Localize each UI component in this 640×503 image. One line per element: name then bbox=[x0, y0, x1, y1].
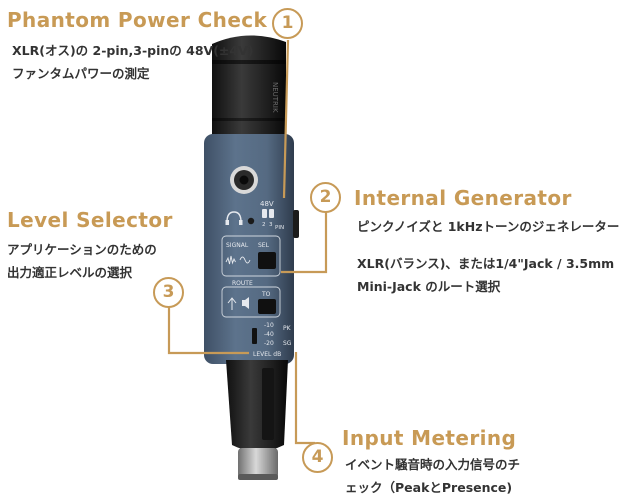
callout-1-line: ファンタムパワーの測定 bbox=[12, 66, 150, 81]
label-pin: PIN bbox=[275, 225, 284, 231]
brand-label: NEUTRIK bbox=[271, 82, 279, 113]
callout-2-line: Mini-Jack のルート選択 bbox=[357, 279, 501, 294]
callout-2-number-badge: 2 bbox=[310, 182, 341, 213]
callout-4-number-badge: 4 bbox=[302, 442, 333, 473]
route-panel bbox=[221, 286, 281, 318]
callout-2-line: ピンクノイズと 1kHzトーンのジェネレーター bbox=[357, 219, 620, 234]
signal-select-button bbox=[258, 252, 276, 269]
sine-wave-icon bbox=[239, 256, 251, 264]
pin-led-3 bbox=[269, 209, 274, 218]
level-selector-switch bbox=[252, 328, 257, 344]
label-signal: SIGNAL bbox=[226, 242, 249, 249]
mini-jack bbox=[247, 217, 255, 225]
pin-led-2 bbox=[262, 209, 267, 218]
level-value: -10 bbox=[264, 322, 274, 329]
callout-4-description: イベント騒音時の入力信号のチ ェック（PeakとPresence) bbox=[345, 453, 520, 499]
callout-4-title: Input Metering bbox=[342, 426, 517, 450]
callout-1-title: Phantom Power Check bbox=[7, 8, 268, 32]
callout-3-title: Level Selector bbox=[7, 208, 173, 232]
callout-2-title: Internal Generator bbox=[354, 186, 572, 210]
callout-3-number-badge: 3 bbox=[153, 277, 184, 308]
callout-3-line: 出力適正レベルの選択 bbox=[7, 265, 133, 280]
pin-number: 2 bbox=[262, 222, 266, 228]
signal-panel bbox=[221, 235, 281, 277]
callout-2-description: ピンクノイズと 1kHzトーンのジェネレーター XLR(バランス)、または1/4… bbox=[357, 215, 619, 298]
connector-groove bbox=[212, 118, 286, 121]
callout-4-line: ェック（PeakとPresence) bbox=[345, 480, 513, 495]
callout-2-line: XLR(バランス)、または1/4"Jack / 3.5mm bbox=[357, 256, 615, 271]
pink-noise-icon bbox=[225, 255, 236, 265]
label-48v: 48V bbox=[260, 200, 274, 208]
connector-groove bbox=[212, 60, 286, 64]
headphones-icon bbox=[225, 211, 243, 225]
label-sel: SEL bbox=[258, 242, 270, 249]
route-select-button bbox=[258, 299, 276, 314]
callout-2-spacer bbox=[357, 238, 619, 252]
callout-3-description: アプリケーションのための 出力適正レベルの選択 bbox=[7, 238, 157, 284]
label-route: ROUTE bbox=[232, 280, 253, 287]
callout-3-line: アプリケーションのための bbox=[7, 242, 157, 257]
callout-1-line: XLR(オス)の 2-pin,3-pinの 48V(±4V) bbox=[12, 43, 254, 58]
latch bbox=[262, 368, 274, 440]
label-to: TO bbox=[261, 291, 271, 298]
label-sg: SG bbox=[283, 340, 292, 347]
level-value: -20 bbox=[264, 340, 274, 347]
callout-1-number-badge: 1 bbox=[272, 8, 303, 39]
level-value: -40 bbox=[264, 331, 274, 338]
metal-tip bbox=[238, 448, 278, 478]
callout-4-line: イベント騒音時の入力信号のチ bbox=[345, 457, 521, 472]
pin-number: 3 bbox=[269, 222, 273, 228]
label-level: LEVEL dB bbox=[253, 351, 281, 358]
callout-1-description: XLR(オス)の 2-pin,3-pinの 48V(±4V) ファンタムパワーの… bbox=[12, 39, 253, 85]
xlr-female-connector bbox=[226, 360, 288, 452]
label-pk: PK bbox=[283, 325, 292, 332]
side-switch bbox=[293, 210, 299, 238]
